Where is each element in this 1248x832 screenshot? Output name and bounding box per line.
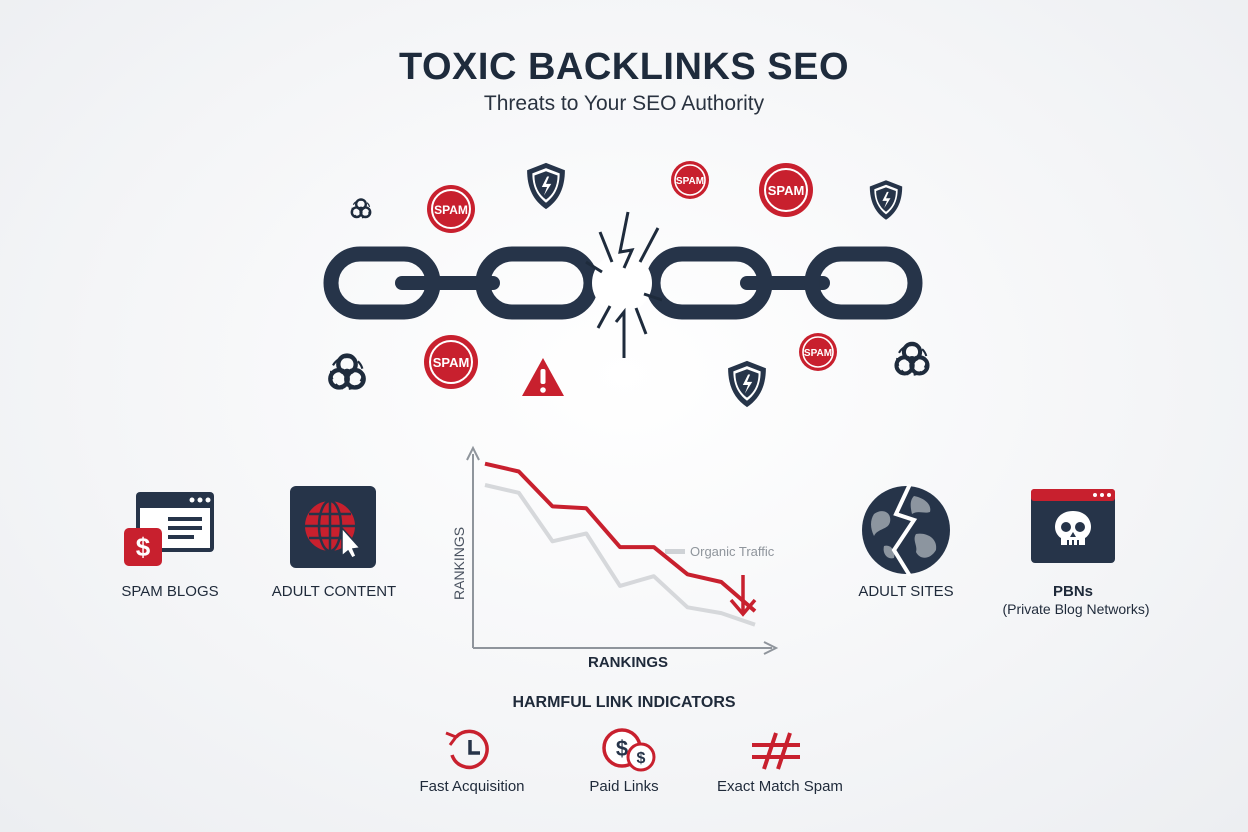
spam-badge-icon: SPAM bbox=[671, 161, 709, 199]
category-sublabel: (Private Blog Networks) bbox=[1002, 601, 1150, 617]
svg-text:SPAM: SPAM bbox=[768, 183, 805, 198]
shield-lightning-icon bbox=[869, 180, 903, 220]
spam-badge-icon: SPAM bbox=[424, 335, 478, 389]
svg-text:SPAM: SPAM bbox=[676, 176, 704, 187]
category-label: ADULT CONTENT bbox=[271, 583, 397, 600]
broken-chain-illustration: SPAM SPAM SPAM SPAM SPAM bbox=[323, 161, 1248, 408]
not-equal-icon bbox=[752, 732, 800, 770]
page-subtitle: Threats to Your SEO Authority bbox=[483, 92, 765, 115]
svg-text:SPAM: SPAM bbox=[433, 355, 470, 370]
biohazard-icon bbox=[350, 198, 372, 220]
page-title: TOXIC BACKLINKS SEO bbox=[398, 46, 850, 88]
warning-icon bbox=[522, 358, 564, 396]
svg-text:SPAM: SPAM bbox=[804, 348, 832, 359]
biohazard-icon bbox=[330, 356, 363, 389]
broken-globe-icon bbox=[862, 484, 950, 576]
fast-clock-icon bbox=[445, 729, 489, 770]
legend-label: Organic Traffic bbox=[690, 544, 775, 559]
spam-badge-icon: SPAM bbox=[427, 185, 475, 233]
category-label: PBNs bbox=[1052, 583, 1093, 600]
shield-lightning-icon bbox=[728, 360, 766, 408]
indicator-label: Paid Links bbox=[589, 778, 659, 795]
chain-right bbox=[645, 246, 923, 320]
svg-text:$: $ bbox=[136, 532, 151, 562]
adult-content-icon bbox=[290, 486, 376, 568]
category-label: SPAM BLOGS bbox=[121, 583, 219, 600]
coins-icon: $ $ bbox=[602, 728, 656, 772]
svg-text:$: $ bbox=[637, 750, 646, 767]
svg-text:$: $ bbox=[616, 736, 628, 761]
chain-break-burst-icon bbox=[585, 211, 663, 358]
biohazard-icon bbox=[896, 344, 927, 375]
indicator-label: Fast Acquisition bbox=[419, 778, 525, 795]
category-label: ADULT SITES bbox=[858, 583, 954, 600]
rankings-series-line bbox=[484, 461, 757, 613]
spam-badge-icon: SPAM bbox=[799, 333, 837, 371]
chain-left bbox=[323, 246, 599, 320]
spam-blog-icon: $ bbox=[124, 492, 214, 566]
organic-traffic-series-line bbox=[484, 483, 756, 627]
y-axis-label: RANKINGS bbox=[451, 527, 467, 600]
svg-text:SPAM: SPAM bbox=[434, 203, 468, 217]
down-arrow-icon bbox=[729, 575, 757, 617]
spam-badge-icon: SPAM bbox=[759, 163, 813, 217]
indicators-heading: HARMFUL LINK INDICATORS bbox=[512, 694, 736, 711]
legend-swatch bbox=[665, 549, 685, 554]
skull-browser-icon bbox=[1031, 489, 1115, 563]
rankings-chart: Organic Traffic RANKINGS RANKINGS bbox=[451, 445, 779, 671]
shield-lightning-icon bbox=[527, 162, 565, 210]
x-axis-label: RANKINGS bbox=[588, 654, 668, 671]
indicator-label: Exact Match Spam bbox=[717, 778, 843, 795]
